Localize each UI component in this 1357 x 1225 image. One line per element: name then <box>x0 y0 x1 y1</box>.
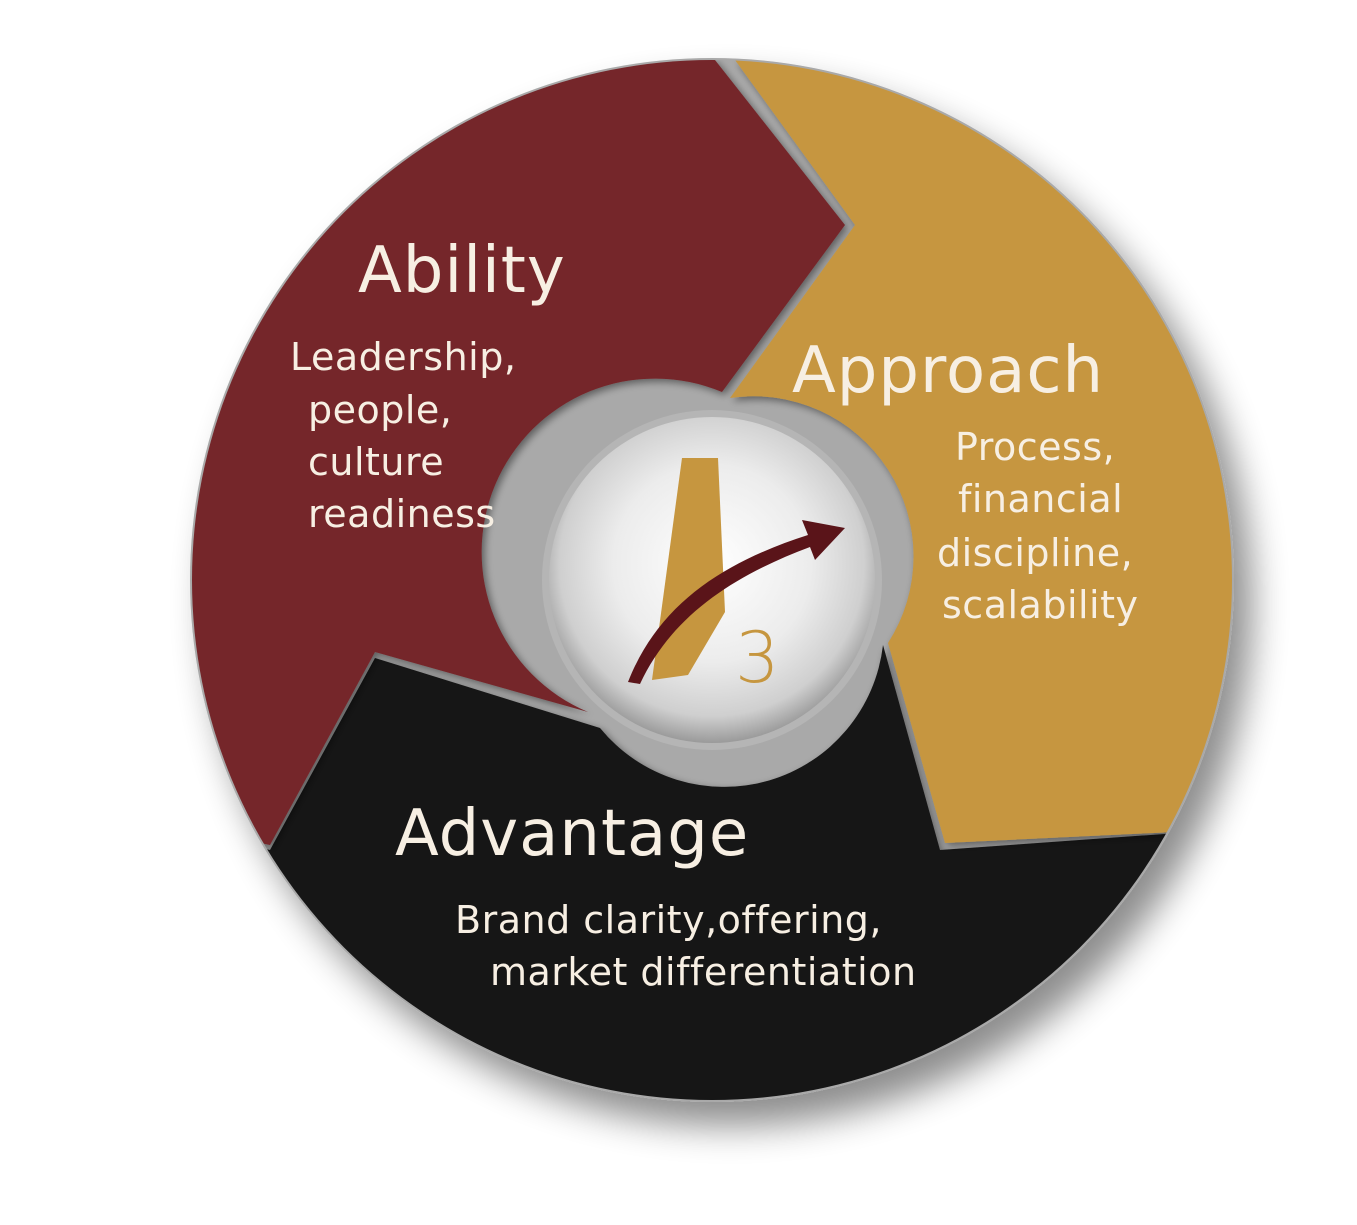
ability-segment <box>192 60 845 845</box>
ability-title: Ability <box>358 234 566 308</box>
logo-superscript: 3 <box>735 617 780 699</box>
advantage-title: Advantage <box>395 797 749 871</box>
approach-line-2: financial <box>958 477 1123 521</box>
approach-line-3: discipline, <box>937 531 1133 575</box>
advantage-line-2: market differentiation <box>490 950 917 994</box>
approach-line-4: scalability <box>942 583 1139 627</box>
approach-title: Approach <box>792 334 1104 408</box>
advantage-line-1: Brand clarity,offering, <box>455 898 882 942</box>
a3-arrow-logo-icon: 3 <box>628 458 845 699</box>
ability-line-3: culture <box>308 440 444 484</box>
ability-line-4: readiness <box>308 492 496 536</box>
logo-arrow-icon <box>628 520 845 684</box>
approach-line-1: Process, <box>955 425 1115 469</box>
ability-line-1: Leadership, <box>290 335 516 379</box>
ability-line-2: people, <box>308 388 452 432</box>
